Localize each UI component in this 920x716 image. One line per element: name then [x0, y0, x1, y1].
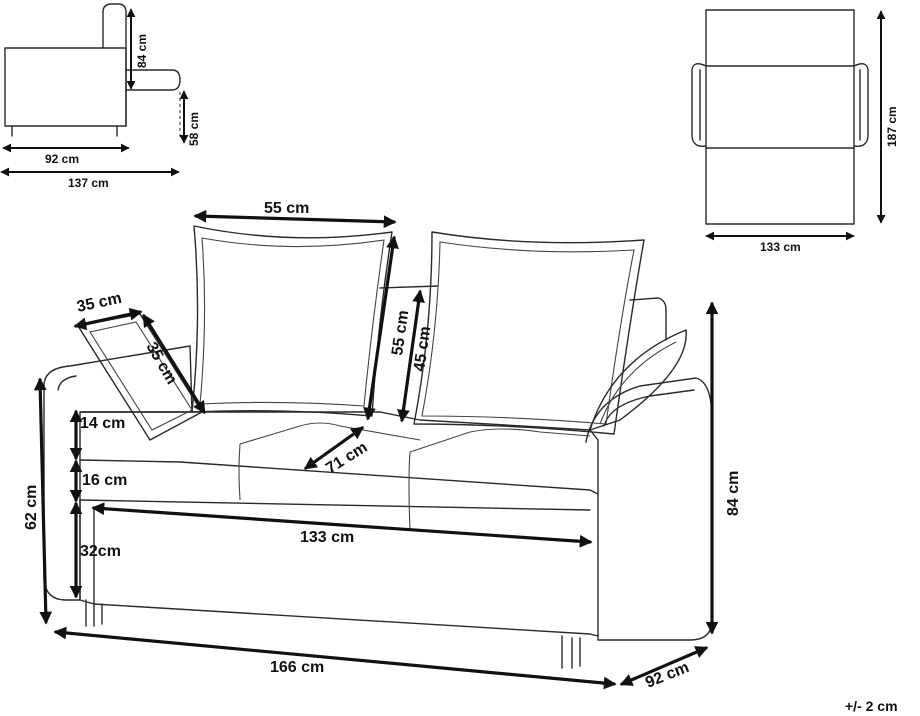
cushion-thickness-label: 14 cm — [80, 415, 125, 432]
back-cushion-width-dimension-line — [193, 209, 397, 229]
total-height-label: 84 cm — [725, 471, 742, 516]
top-bed-length-label: 187 cm — [885, 106, 899, 147]
total-width-dimension-line — [53, 626, 617, 690]
armrest-height-dimension-line — [33, 377, 53, 625]
seat-width-dimension-line — [91, 502, 593, 548]
seat-depth-dimension-line — [303, 426, 365, 470]
side-view: 84 cm 58 cm 92 cm 137 cm — [0, 3, 201, 190]
back-cushion-left — [191, 225, 393, 417]
side-backrest-height-label: 84 cm — [135, 34, 149, 68]
main-view: 55 cm 55 cm 45 cm 35 cm 35 cm 71 cm 14 c… — [23, 200, 742, 692]
small-cushion-right — [589, 329, 687, 431]
top-view-bed-outline — [691, 9, 869, 225]
back-cushion-height-label: 55 cm — [389, 309, 412, 356]
back-cushion-height-dimension-line — [363, 235, 399, 421]
tolerance-note: +/- 2 cm — [845, 698, 898, 714]
total-depth-dimension-line — [619, 646, 709, 686]
seat-cushion-label: 16 cm — [82, 472, 127, 489]
total-width-label: 166 cm — [270, 659, 324, 676]
top-bed-width-label: 133 cm — [760, 240, 801, 254]
armrest-height-label: 62 cm — [23, 485, 40, 530]
seat-depth-label: 71 cm — [323, 439, 370, 477]
top-view: 133 cm 187 cm — [691, 9, 899, 254]
backrest-height-dimension-line — [397, 289, 425, 423]
small-cushion-width-label: 35 cm — [75, 290, 123, 316]
seat-width-label: 133 cm — [300, 529, 354, 546]
side-view-sofa-outline — [4, 3, 181, 140]
back-cushion-width-label: 55 cm — [264, 200, 309, 217]
side-seat-height-label: 58 cm — [187, 112, 201, 146]
small-cushion-width-dimension-line — [73, 307, 143, 331]
backrest-height-label: 45 cm — [411, 325, 434, 372]
side-seat-depth-label: 92 cm — [45, 152, 79, 166]
small-cushion-height-dimension-line — [142, 313, 206, 415]
seat-base-label: 32cm — [80, 543, 121, 560]
side-bed-length-label: 137 cm — [68, 176, 109, 190]
